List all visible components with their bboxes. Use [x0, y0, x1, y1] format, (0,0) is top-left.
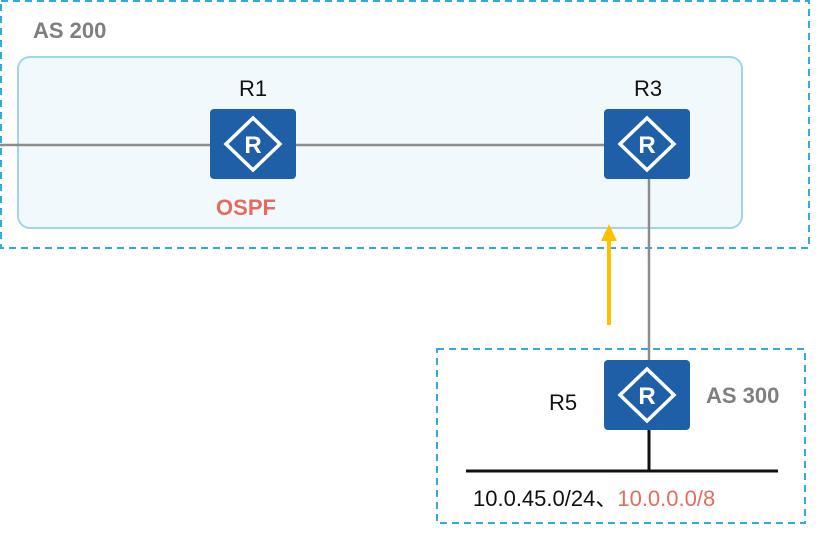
router-r3[interactable]	[604, 109, 690, 179]
as300-label: AS 300	[706, 383, 779, 408]
as200-label: AS 200	[33, 18, 106, 43]
router-r3-label: R3	[634, 76, 662, 101]
router-icon	[604, 360, 690, 430]
router-icon	[604, 109, 690, 179]
prefix-10-0-45-0: 10.0.45.0/24、	[473, 486, 617, 511]
as300-boundary	[436, 348, 806, 524]
ospf-label: OSPF	[216, 195, 276, 220]
router-r1[interactable]	[210, 109, 296, 179]
router-icon	[210, 109, 296, 179]
network-prefixes: 10.0.45.0/24、10.0.0.0/8	[473, 486, 715, 511]
route-advertisement-arrow	[601, 224, 617, 325]
prefix-10-0-0-0: 10.0.0.0/8	[617, 486, 715, 511]
router-r5-label: R5	[549, 390, 577, 415]
ospf-domain-box	[17, 56, 743, 229]
router-r5[interactable]	[604, 360, 690, 430]
router-r1-label: R1	[239, 76, 267, 101]
as200-boundary	[0, 0, 810, 249]
